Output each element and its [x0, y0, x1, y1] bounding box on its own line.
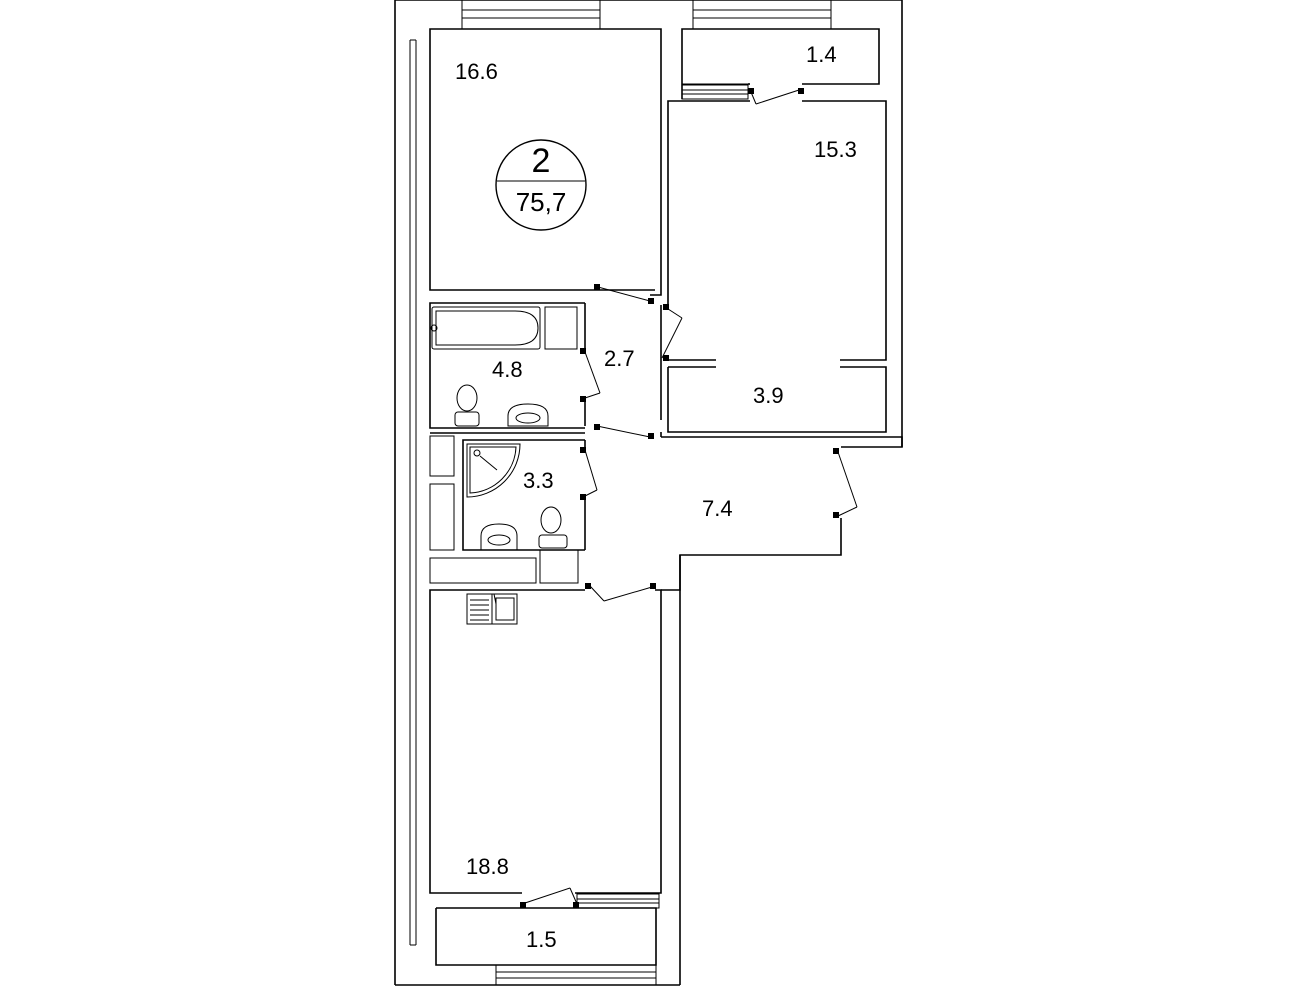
- window-balcony-top: [681, 84, 749, 100]
- window-top-left: [461, 0, 601, 30]
- room-count: 2: [532, 142, 551, 180]
- area-bedroom-right: 15.3: [814, 137, 857, 162]
- total-area: 75,7: [516, 187, 567, 217]
- area-kitchen-living: 18.8: [466, 854, 509, 879]
- room-bedroom-right: [667, 100, 887, 361]
- door-balcony-top[interactable]: [748, 88, 804, 105]
- door-balcony-bottom[interactable]: [520, 887, 579, 908]
- door-entrance[interactable]: [833, 448, 858, 518]
- room-balcony-top: [681, 28, 880, 99]
- area-shower: 3.3: [523, 468, 554, 493]
- room-bedroom-top: [429, 28, 662, 296]
- window-balcony-bottom: [495, 964, 657, 986]
- area-balcony-top: 1.4: [806, 42, 837, 67]
- summary-badge: 2 75,7: [495, 139, 587, 231]
- room-bathroom: [429, 302, 585, 434]
- door-shower[interactable]: [580, 447, 598, 500]
- door-bedroom-top[interactable]: [594, 284, 654, 304]
- sink-icon: [507, 403, 549, 427]
- toilet-icon: [538, 506, 568, 549]
- door-corridor-hall[interactable]: [594, 424, 654, 439]
- room-kitchen-living: [429, 589, 662, 894]
- window-top-right: [692, 0, 832, 30]
- room-balcony-bottom: [435, 907, 657, 966]
- area-bedroom-top: 16.6: [455, 59, 498, 84]
- room-closet: [667, 366, 887, 433]
- area-hall: 7.4: [702, 496, 733, 521]
- sink-icon: [480, 523, 518, 551]
- room-corridor-small: [584, 303, 662, 426]
- room-shower: [462, 439, 586, 551]
- area-closet: 3.9: [753, 383, 784, 408]
- area-bathroom: 4.8: [492, 357, 523, 382]
- area-balcony-bottom: 1.5: [526, 927, 557, 952]
- door-bedroom-right[interactable]: [661, 304, 683, 361]
- window-balcony-bottom-inner: [576, 893, 660, 909]
- door-bathroom[interactable]: [580, 348, 601, 402]
- toilet-icon: [454, 384, 480, 427]
- room-hall: [660, 432, 903, 591]
- utility-boxes-left: [429, 435, 579, 584]
- door-kitchen[interactable]: [585, 583, 656, 602]
- area-corridor-small: 2.7: [604, 346, 635, 371]
- stove-sink-icon: [466, 593, 518, 625]
